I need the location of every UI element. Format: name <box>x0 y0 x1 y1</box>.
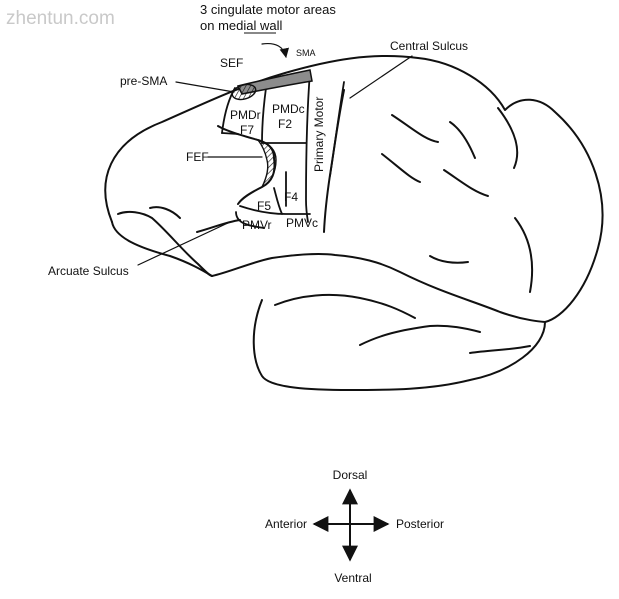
primary-motor-label: Primary Motor <box>312 97 326 172</box>
cingulate-note-line2: on medial wall <box>200 18 282 33</box>
f5-label: F5 <box>257 199 271 213</box>
watermark-text: zhentun.com <box>6 8 115 29</box>
brain-outline <box>104 54 604 391</box>
f2-label: F2 <box>278 117 292 131</box>
f4-label: F4 <box>284 190 298 204</box>
pmvc-label: PMVc <box>286 216 318 230</box>
compass-ventral-label: Ventral <box>334 571 371 585</box>
sulci <box>217 89 534 354</box>
pmdc-label: PMDc <box>272 102 305 116</box>
sef-region <box>231 83 257 101</box>
fef-region <box>255 138 277 189</box>
compass-dorsal-label: Dorsal <box>333 468 368 482</box>
motor-area-boundaries <box>221 71 345 229</box>
cingulate-note-line1: 3 cingulate motor areas <box>200 2 336 17</box>
compass-anterior-label: Anterior <box>265 517 307 531</box>
compass-posterior-label: Posterior <box>396 517 444 531</box>
leader-lines <box>137 42 413 266</box>
orientation-compass: Dorsal Ventral Anterior Posterior <box>265 468 444 585</box>
compass-arrows <box>312 488 390 562</box>
diagram-labels: 3 cingulate motor areas on medial wall S… <box>48 2 468 278</box>
pmvr-label: PMVr <box>242 218 272 232</box>
arcuate-sulcus-label: Arcuate Sulcus <box>48 264 129 278</box>
pmdr-label: PMDr <box>230 108 261 122</box>
f7-label: F7 <box>240 123 254 137</box>
fef-label: FEF <box>186 150 209 164</box>
central-sulcus-label: Central Sulcus <box>390 39 468 53</box>
sma-label: SMA <box>296 48 316 58</box>
sef-label: SEF <box>220 56 243 70</box>
pre-sma-label: pre-SMA <box>120 74 167 88</box>
